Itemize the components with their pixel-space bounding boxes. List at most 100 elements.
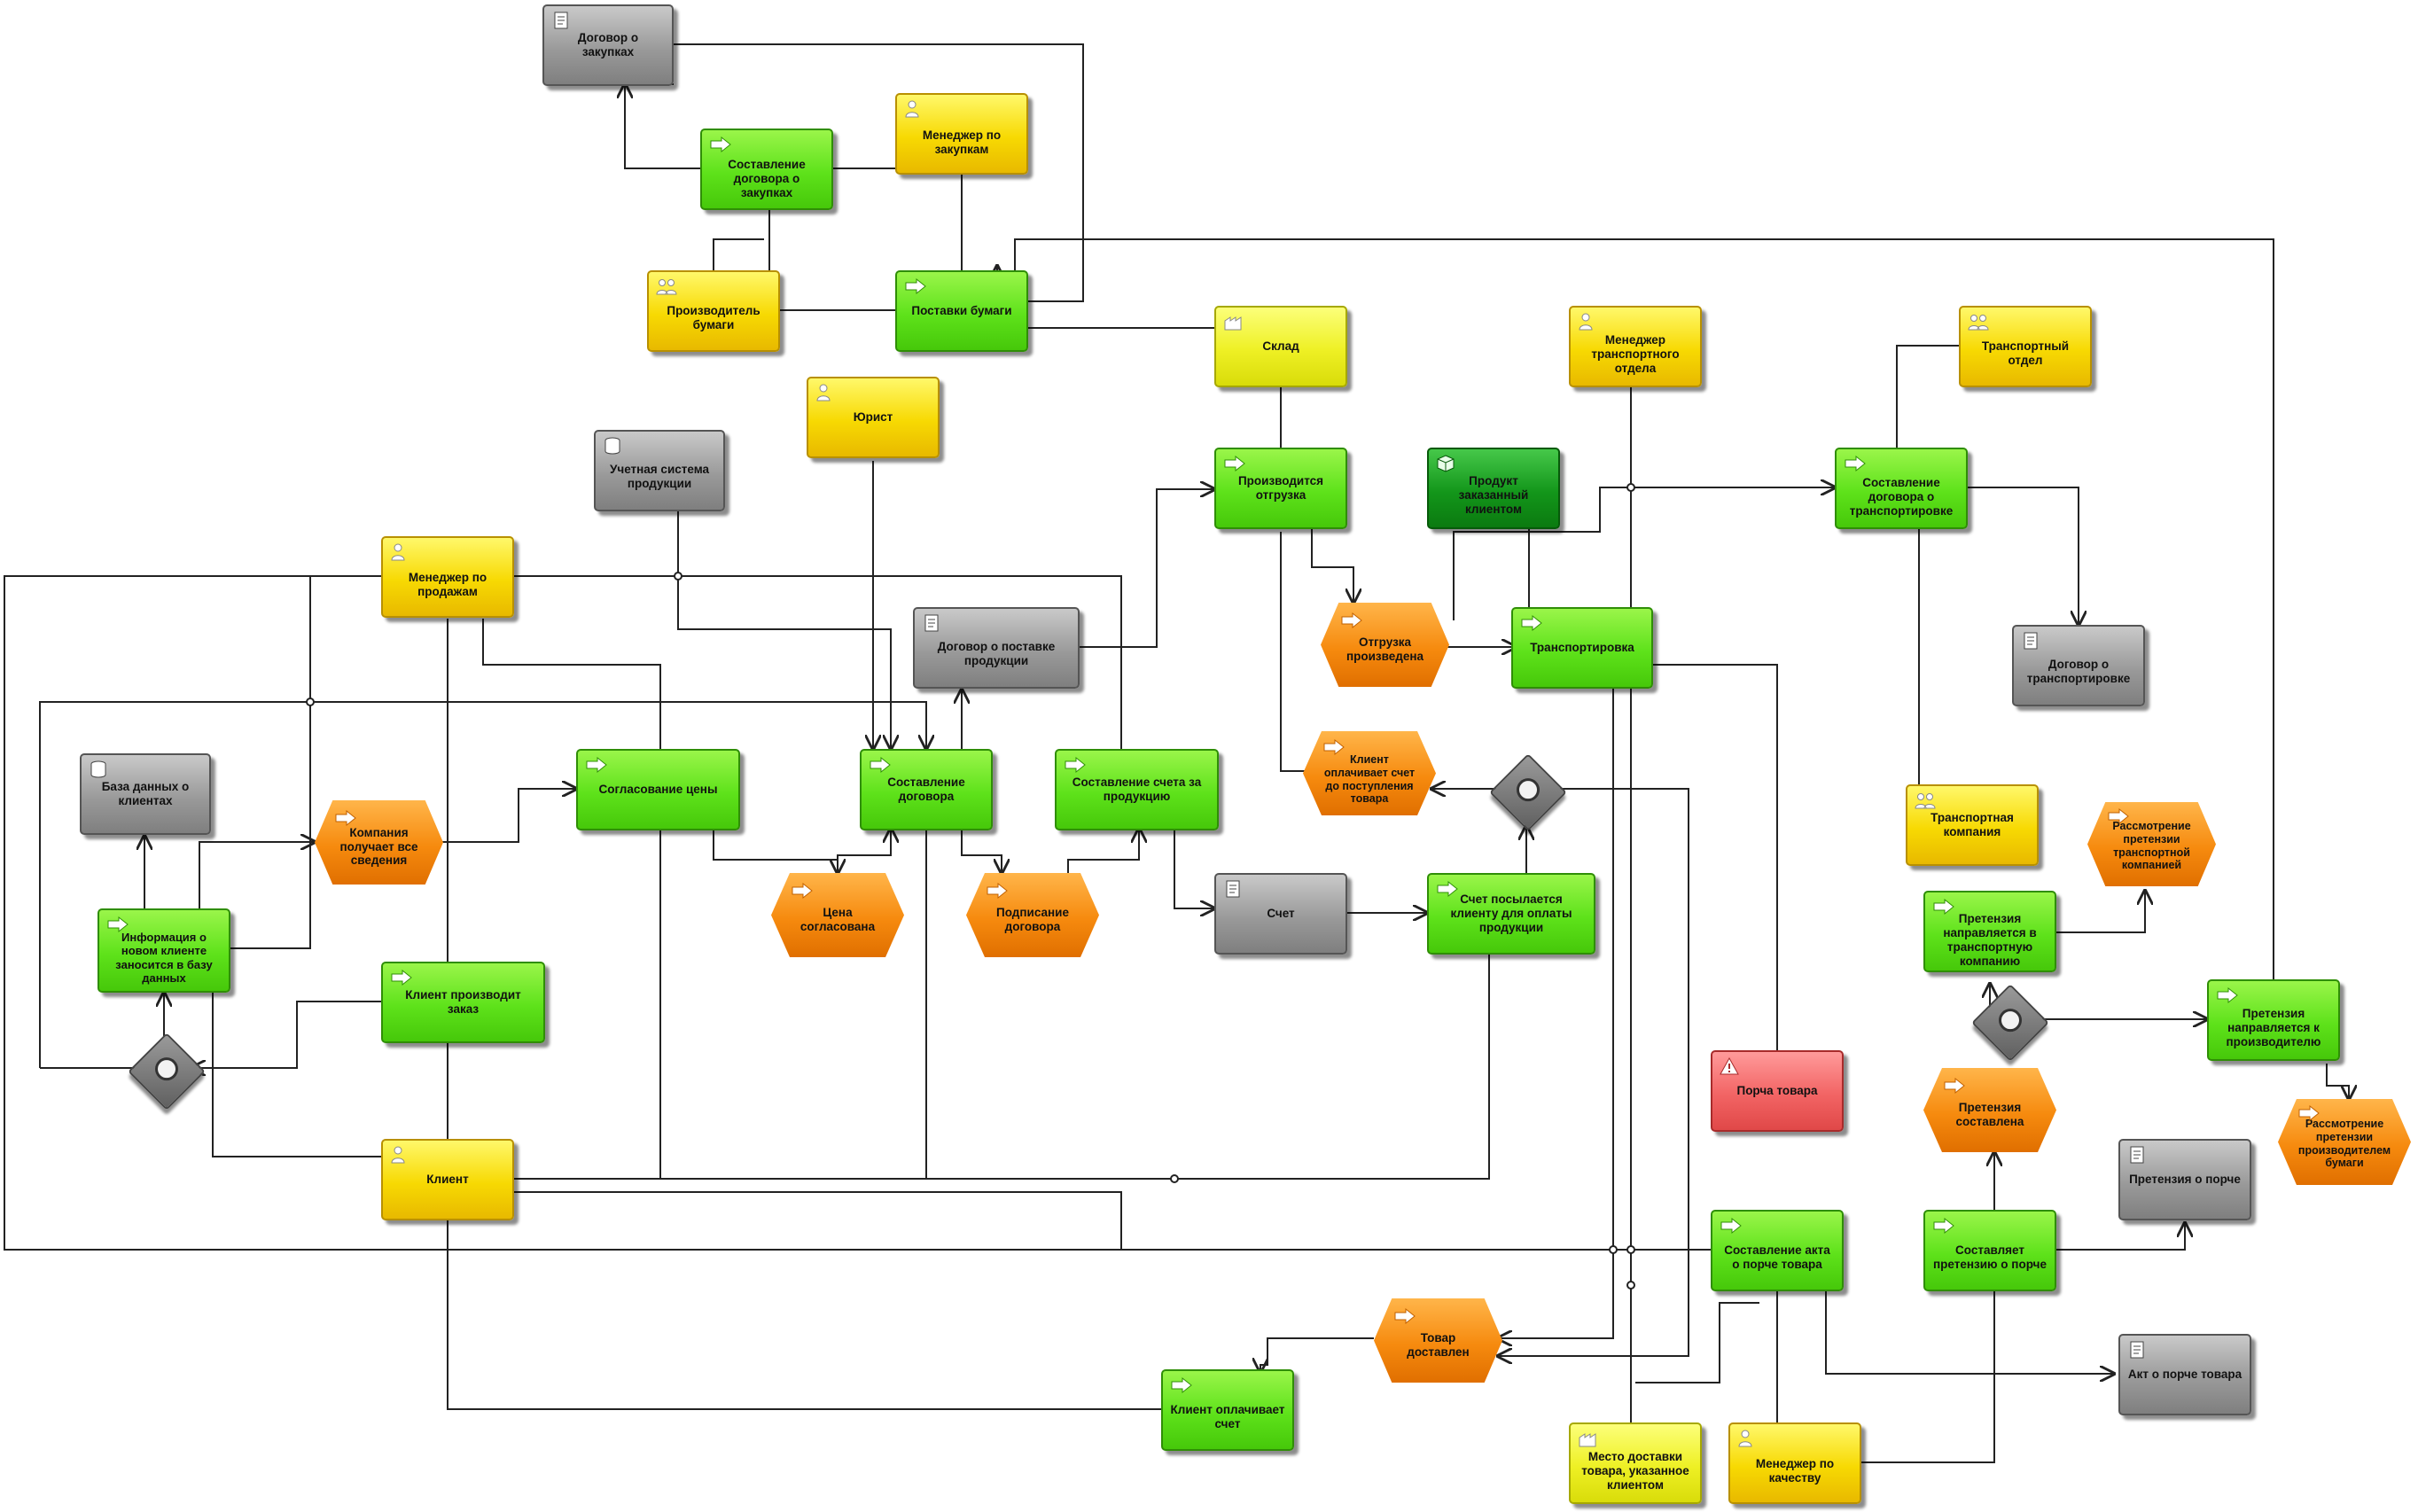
node-label: Транспортная компания [1930,811,2014,838]
function-icon [2217,986,2238,1004]
edge [624,83,700,169]
claim-to-manufacturer-function[interactable]: Претензия направляется к производителю [2207,979,2340,1061]
contract-signing-event[interactable]: Подписание договора [966,873,1099,957]
transport-dept-manager-role[interactable]: Менеджер транспортного отдела [1569,306,1702,387]
node-label: Претензия направляется в транспортную ко… [1943,912,2037,968]
draft-transport-contract-function[interactable]: Составление договора о транспортировке [1835,448,1968,529]
invoice-drafting-function[interactable]: Составление счета за продукцию [1055,749,1219,830]
new-client-info-function[interactable]: Информация о новом клиенте заносится в б… [98,908,230,993]
quality-manager-role[interactable]: Менеджер по качеству [1728,1422,1861,1504]
node-label: Претензия составлена [1955,1100,2024,1128]
document-icon [2130,1341,2144,1359]
lawyer-role[interactable]: Юрист [807,377,940,458]
ordered-product[interactable]: Продукт заказанный клиентом [1427,448,1560,529]
edge [625,84,700,169]
node-label: Составление счета за продукцию [1072,775,1202,803]
client-places-order-function[interactable]: Клиент производит заказ [381,962,545,1043]
edge [1311,527,1353,603]
node-label: Рассмотрение претензии производителем бу… [2297,1118,2391,1170]
client-role[interactable]: Клиент [381,1139,514,1220]
edge [1280,532,1307,772]
transport-department-role[interactable]: Транспортный отдел [1959,306,2092,387]
function-icon [870,756,891,774]
client-pays-before-delivery-event[interactable]: Клиент оплачивает счет до поступления то… [1303,731,1436,815]
transport-contract-doc[interactable]: Договор о транспортировке [2012,625,2145,706]
claim-compiled-event[interactable]: Претензия составлена [1923,1068,2056,1152]
damage-act-doc[interactable]: Акт о порче товара [2118,1334,2251,1415]
price-agreed-event[interactable]: Цена согласована [771,873,904,957]
invoice-sent-function[interactable]: Счет посылается клиенту для оплаты проду… [1427,873,1595,955]
edge [837,829,891,873]
client-pays-invoice-function[interactable]: Клиент оплачивает счет [1161,1369,1294,1451]
node-label: Отгрузка произведена [1346,635,1424,663]
draft-purchase-contract-function[interactable]: Составление договора о закупках [700,129,833,210]
function-icon [1224,455,1245,472]
purchase-contract-doc[interactable]: Договор о закупках [542,4,674,86]
node-label: Юрист [853,410,893,425]
node-label: Менеджер по закупкам [922,129,1002,156]
goods-delivered-event[interactable]: Товар доставлен [1374,1298,1502,1383]
edge [713,238,764,270]
node-label: База данных о клиентах [101,780,190,807]
invoice-doc[interactable]: Счет [1214,873,1347,955]
delivery-place-location[interactable]: Место доставки товара, указанное клиенто… [1569,1422,1702,1504]
warehouse-location[interactable]: Склад [1214,306,1347,387]
company-receives-info-event[interactable]: Компания получает все сведения [315,800,443,885]
edge [439,789,576,843]
edge [1453,487,1835,620]
edge [1635,1302,1759,1383]
event-icon [1944,1077,1965,1095]
damage-claim-doc[interactable]: Претензия о порче [2118,1139,2251,1220]
node-label: Место доставки товара, указанное клиенто… [1581,1450,1689,1492]
supply-contract-doc[interactable]: Договор о поставке продукции [913,607,1080,689]
shipment-done-event[interactable]: Отгрузка произведена [1321,603,1449,687]
function-icon [391,969,412,986]
node-label: Договор о закупках [577,31,639,58]
node-label: Клиент [426,1173,469,1187]
node-label: Составление договора [887,775,965,803]
group-icon [1968,315,1989,331]
edge [39,701,926,1068]
edge [381,575,1122,749]
warning-icon [1720,1057,1739,1075]
node-label: Счет [1267,907,1295,921]
transport-company-role[interactable]: Транспортная компания [1906,784,2039,866]
claim-to-transport-function[interactable]: Претензия направляется в транспортную ко… [1923,891,2056,972]
edge [1896,345,1972,448]
compose-damage-claim-function[interactable]: Составляет претензию о порче [1923,1210,2056,1291]
product-accounting-system[interactable]: Учетная система продукции [594,430,725,511]
contract-drafting-function[interactable]: Составление договора [860,749,993,830]
person-icon [905,100,919,118]
paper-deliveries-function[interactable]: Поставки бумаги [895,270,1028,352]
node-label: Менеджер транспортного отдела [1591,333,1680,375]
sales-manager-role[interactable]: Менеджер по продажам [381,536,514,618]
client-database[interactable]: База данных о клиентах [80,753,211,835]
price-agreement-function[interactable]: Согласование цены [576,749,740,830]
function-icon [1171,1376,1192,1394]
transportation-function[interactable]: Транспортировка [1511,607,1653,689]
edge [1861,1290,1995,1463]
document-icon [554,12,568,29]
damage-report-function[interactable]: Составление акта о порче товара [1711,1210,1844,1291]
goods-damage-risk[interactable]: Порча товара [1711,1050,1844,1132]
edge [514,1191,1715,1251]
node-label: Менеджер по продажам [408,571,488,598]
claim-review-manufacturer-event[interactable]: Рассмотрение претензии производителем бу… [2278,1099,2411,1185]
purchasing-manager-role[interactable]: Менеджер по закупкам [895,93,1028,175]
person-icon [391,543,405,561]
shipment-in-progress-function[interactable]: Производится отгрузка [1214,448,1347,529]
function-icon [1521,614,1542,632]
document-icon [924,614,939,632]
node-label: Информация о новом клиенте заносится в б… [115,930,213,985]
node-label: Акт о порче товара [2127,1368,2242,1382]
person-icon [816,384,831,401]
node-label: Транспортный отдел [1981,339,2070,367]
paper-manufacturer-role[interactable]: Производитель бумаги [647,270,780,352]
node-label: Порча товара [1736,1084,1818,1098]
edge [1260,1337,1374,1372]
claim-review-transport-event[interactable]: Рассмотрение претензии транспортной комп… [2087,802,2216,886]
function-icon [1720,1217,1742,1235]
node-label: Клиент оплачивает счет до поступления то… [1323,753,1416,806]
